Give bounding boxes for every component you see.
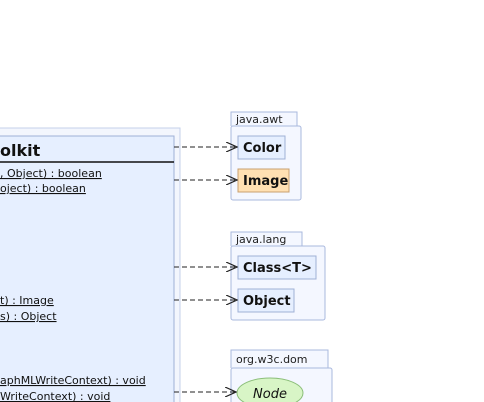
- package-org-w3c-dom[interactable]: org.w3c.dom Node: [230, 349, 333, 402]
- class-node-class-t[interactable]: Class<T>: [237, 255, 317, 280]
- class-member: t) : Image: [0, 294, 54, 307]
- class-node-label: Object: [243, 294, 291, 309]
- package-label: java.lang: [235, 233, 286, 246]
- package-java-lang[interactable]: java.lang Class<T> Object: [230, 231, 326, 321]
- interface-node-label: Node: [253, 387, 287, 402]
- class-node-label: Image: [243, 174, 288, 189]
- package-tab: [230, 111, 298, 126]
- package-tab: [230, 349, 329, 368]
- class-member: , Object) : boolean: [0, 167, 102, 180]
- package-java-awt[interactable]: java.awt Color Image: [230, 111, 302, 201]
- class-member: WriteContext) : void: [0, 390, 110, 402]
- class-member: aphMLWriteContext) : void: [0, 374, 146, 387]
- class-member: oject) : boolean: [0, 182, 86, 195]
- class-box-body: [0, 135, 175, 402]
- class-box[interactable]: olkit , Object) : boolean oject) : boole…: [0, 127, 181, 402]
- class-node-color[interactable]: Color: [237, 135, 286, 160]
- class-node-object[interactable]: Object: [237, 288, 295, 313]
- class-member: s) : Object: [0, 310, 57, 323]
- class-node-image[interactable]: Image: [237, 168, 290, 193]
- class-node-label: Class<T>: [243, 261, 312, 276]
- package-label: org.w3c.dom: [236, 353, 308, 366]
- package-tab: [230, 231, 303, 246]
- class-box-title: olkit: [0, 141, 41, 160]
- class-node-label: Color: [243, 141, 282, 156]
- interface-node-node[interactable]: Node: [236, 377, 304, 402]
- dependency-edges: [174, 147, 237, 392]
- package-label: java.awt: [235, 113, 283, 126]
